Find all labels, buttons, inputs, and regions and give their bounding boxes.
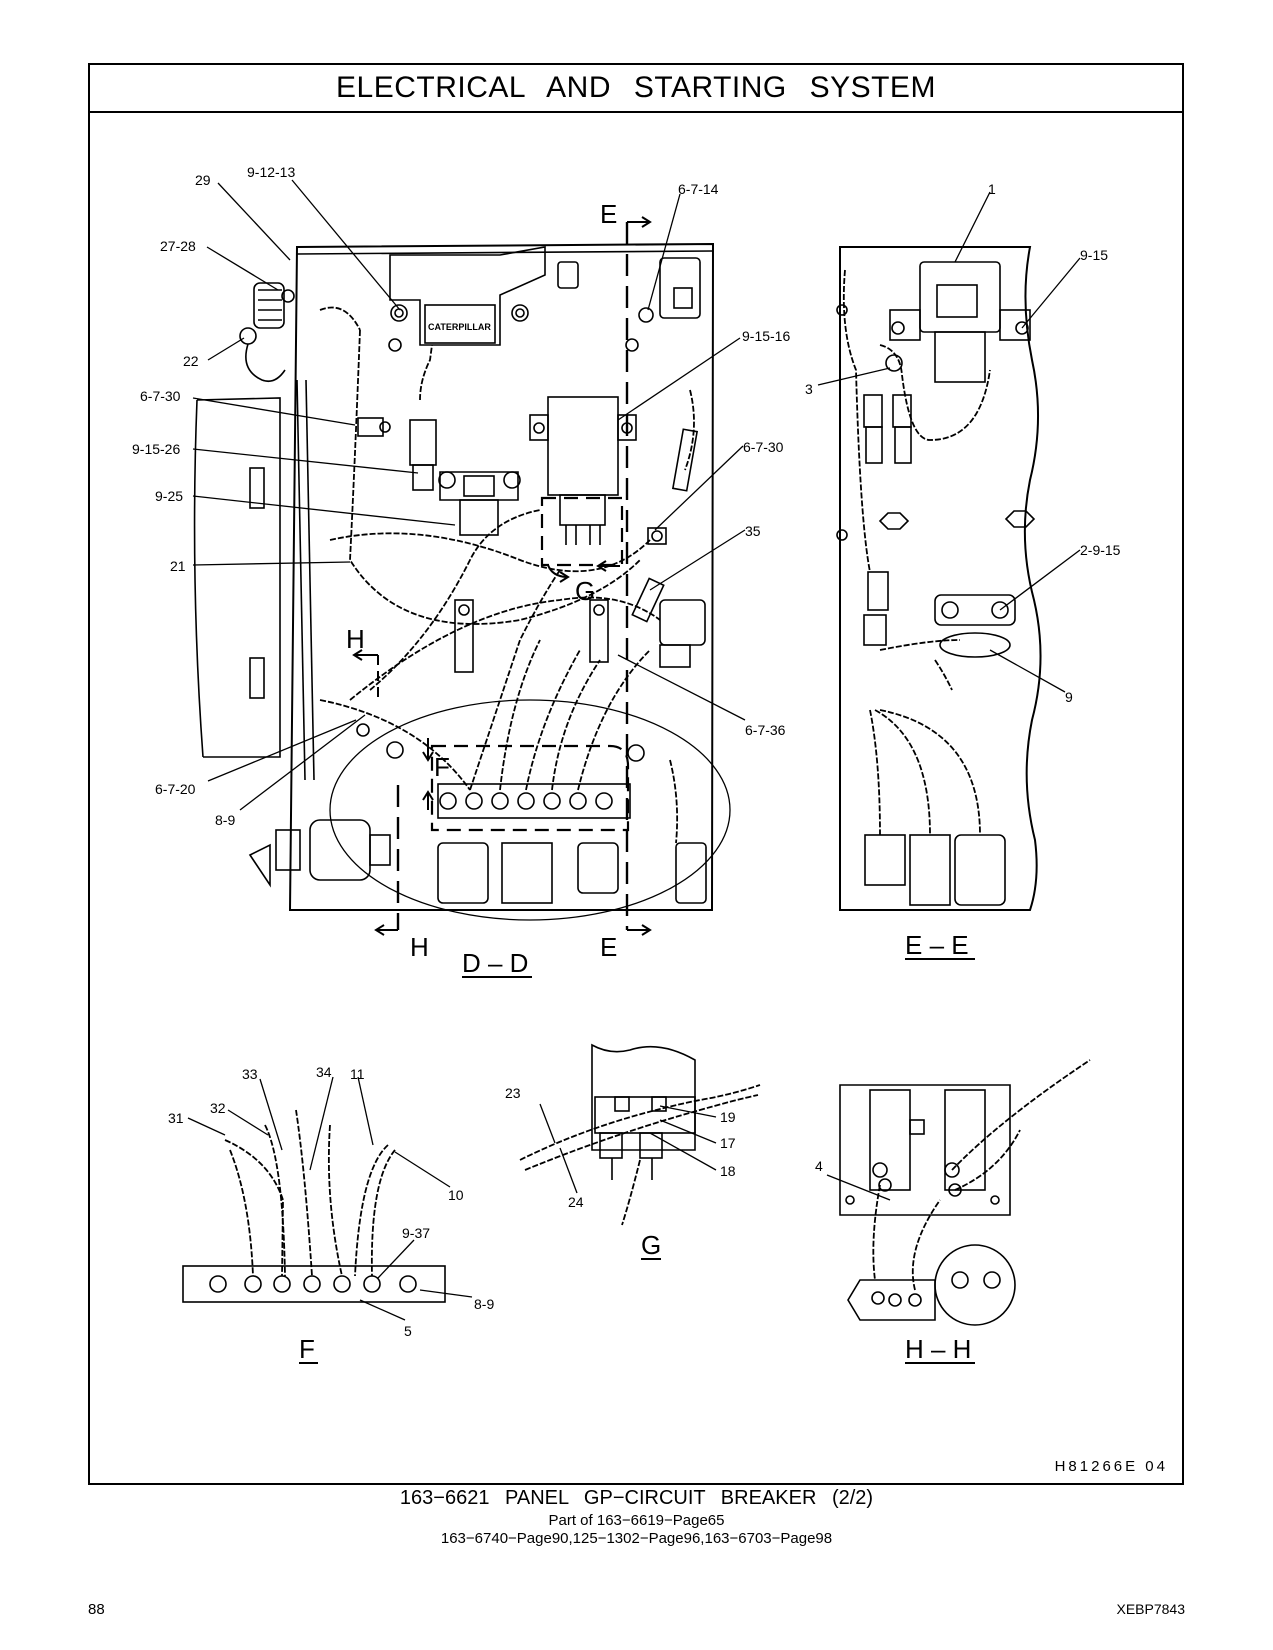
callout-8-9-f: 8-9 — [474, 1296, 494, 1312]
callout-11: 11 — [350, 1066, 365, 1082]
callouts-f: 33 34 11 31 32 10 9-37 8-9 5 — [168, 1064, 494, 1339]
callout-6-7-20: 6-7-20 — [155, 781, 196, 797]
view-ee — [836, 246, 1042, 911]
view-name-ee: E – E — [905, 930, 969, 960]
callout-21: 21 — [170, 558, 186, 574]
callout-6-7-14: 6-7-14 — [678, 181, 719, 197]
callout-9-25: 9-25 — [155, 488, 183, 504]
callout-9-15: 9-15 — [1080, 247, 1108, 263]
callout-27-28: 27-28 — [160, 238, 196, 254]
callout-4: 4 — [815, 1158, 823, 1174]
callout-22: 22 — [183, 353, 199, 369]
page-title: ELECTRICAL AND STARTING SYSTEM — [90, 65, 1182, 113]
callouts-g: 23 19 17 18 24 — [505, 1085, 736, 1210]
callout-9-37: 9-37 — [402, 1225, 430, 1241]
view-names: D – D E – E F G H – H — [299, 930, 975, 1364]
view-name-f: F — [299, 1334, 315, 1364]
callout-2-9-15: 2-9-15 — [1080, 542, 1121, 558]
page-number: 88 — [88, 1601, 105, 1618]
callout-5: 5 — [404, 1323, 412, 1339]
callout-33: 33 — [242, 1066, 258, 1082]
callout-24: 24 — [568, 1194, 584, 1210]
callout-6-7-30: 6-7-30 — [140, 388, 181, 404]
callout-9: 9 — [1065, 689, 1073, 705]
view-hh — [839, 1059, 1091, 1326]
callout-29: 29 — [195, 172, 211, 188]
callout-3: 3 — [805, 381, 813, 397]
callout-34: 34 — [316, 1064, 332, 1080]
view-name-g: G — [641, 1230, 661, 1260]
callout-10: 10 — [448, 1187, 464, 1203]
section-letter-f: F — [434, 752, 450, 782]
parts-diagram: CATERPILLAR — [132, 164, 1121, 1364]
callout-23: 23 — [505, 1085, 521, 1101]
view-f — [182, 1109, 446, 1303]
callout-6-7-30-right: 6-7-30 — [743, 439, 784, 455]
svg-text:CATERPILLAR: CATERPILLAR — [428, 322, 491, 332]
callout-19: 19 — [720, 1109, 736, 1125]
caption-title: 163−6621 PANEL GP−CIRCUIT BREAKER (2/2) — [399, 1487, 874, 1509]
leader-lines — [187, 179, 1081, 1321]
caption-references: 163−6740−Page90,125−1302−Page96,163−6703… — [440, 1530, 833, 1547]
callout-9-15-16: 9-15-16 — [742, 328, 790, 344]
callout-35: 35 — [745, 523, 761, 539]
callout-31: 31 — [168, 1110, 184, 1126]
section-letters-dd: E E H H G F — [346, 199, 617, 962]
caption-part-of: Part of 163−6619−Page65 — [548, 1512, 725, 1529]
callout-32: 32 — [210, 1100, 226, 1116]
callouts-hh: 4 — [815, 1158, 823, 1174]
callout-6-7-36: 6-7-36 — [745, 722, 786, 738]
drawing-reference: H81266E 04 — [1054, 1458, 1168, 1475]
callout-9-15-26: 9-15-26 — [132, 441, 180, 457]
section-letter-h-top: H — [346, 624, 365, 654]
section-letter-e-top: E — [600, 199, 617, 229]
view-name-hh: H – H — [905, 1334, 971, 1364]
section-letter-e-bottom: E — [600, 932, 617, 962]
callouts-ee: 1 9-15 3 2-9-15 9 — [805, 181, 1121, 705]
callouts-dd: 29 9-12-13 27-28 22 6-7-30 9-15-26 9-25 … — [132, 164, 790, 828]
callout-1: 1 — [988, 181, 996, 197]
section-letter-h-bottom: H — [410, 932, 429, 962]
view-name-dd: D – D — [462, 948, 528, 978]
drawing-frame: ELECTRICAL AND STARTING SYSTEM H81266E 0… — [88, 63, 1184, 1485]
callout-9-12-13: 9-12-13 — [247, 164, 295, 180]
callout-8-9: 8-9 — [215, 812, 235, 828]
callout-17: 17 — [720, 1135, 736, 1151]
view-dd: CATERPILLAR — [193, 216, 731, 936]
document-id: XEBP7843 — [1116, 1601, 1186, 1617]
section-letter-g: G — [575, 576, 595, 606]
callout-18: 18 — [720, 1163, 736, 1179]
